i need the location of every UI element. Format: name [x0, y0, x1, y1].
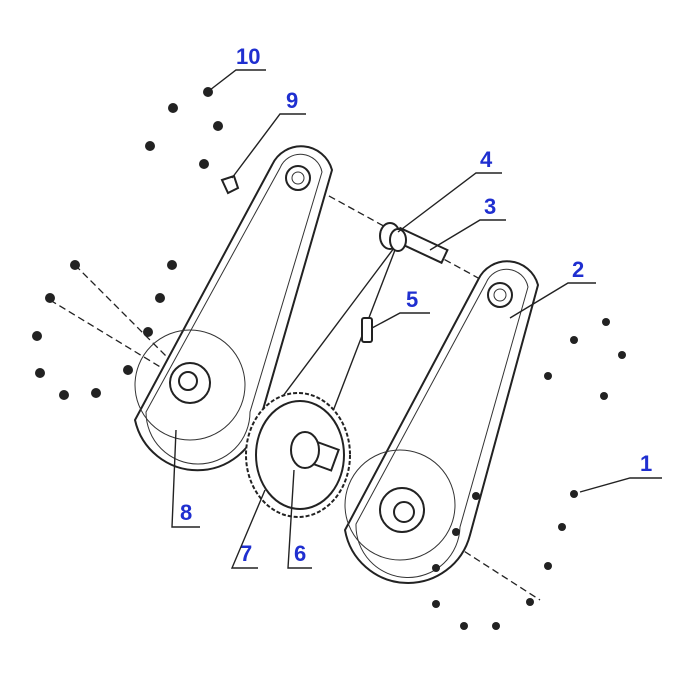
shaft-key — [361, 317, 373, 343]
bolt-group-left — [32, 87, 223, 400]
svg-text:1: 1 — [640, 451, 652, 476]
callout-1: 1 — [579, 451, 662, 493]
svg-text:4: 4 — [480, 147, 493, 172]
callout-10: 10 — [209, 44, 266, 91]
svg-text:6: 6 — [294, 541, 306, 566]
callout-4: 4 — [397, 147, 502, 233]
svg-text:5: 5 — [406, 287, 418, 312]
upper-shaft — [379, 222, 449, 265]
callout-2: 2 — [509, 257, 596, 319]
callout-9: 9 — [231, 88, 306, 179]
callout-5: 5 — [371, 287, 430, 329]
callout-8: 8 — [171, 429, 200, 528]
callout-7: 7 — [230, 489, 266, 569]
chain-guide-line — [264, 239, 401, 421]
svg-text:9: 9 — [286, 88, 298, 113]
callout-3: 3 — [429, 194, 506, 251]
bolt-group-right — [432, 318, 626, 630]
svg-text:3: 3 — [484, 194, 496, 219]
screw — [220, 174, 240, 195]
left-chain-cover — [133, 145, 334, 472]
svg-text:10: 10 — [236, 44, 260, 69]
svg-text:8: 8 — [180, 500, 192, 525]
svg-text:2: 2 — [572, 257, 584, 282]
drive-shaft — [290, 431, 340, 472]
right-chain-cover — [343, 260, 540, 584]
svg-text:7: 7 — [240, 541, 252, 566]
callout-6: 6 — [287, 469, 312, 569]
